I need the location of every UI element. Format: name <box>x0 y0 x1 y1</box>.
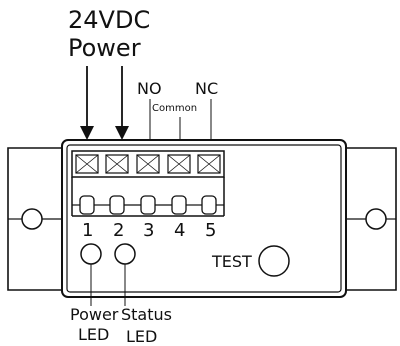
power-led-label-line1: Power <box>70 305 119 324</box>
power-arrow-1 <box>80 66 94 140</box>
terminal-number-4: 4 <box>174 220 185 241</box>
terminal-number-2: 2 <box>113 220 124 241</box>
terminal-screw-4[interactable] <box>171 195 202 215</box>
power-label-line2: Power <box>68 34 141 62</box>
housing-inner-edge <box>66 144 342 293</box>
right-mounting-tab <box>346 147 397 291</box>
terminal-screw-5[interactable] <box>201 195 224 215</box>
terminal-slot-2 <box>105 154 129 174</box>
terminal-number-1: 1 <box>82 220 93 241</box>
status-led-label-line2: LED <box>126 327 157 346</box>
terminal-number-5: 5 <box>205 220 216 241</box>
test-label: TEST <box>211 252 252 271</box>
status-led-label-line1: Status <box>121 305 172 324</box>
terminal-screw-3[interactable] <box>140 195 172 215</box>
test-button[interactable] <box>258 245 290 277</box>
status-led <box>114 243 136 265</box>
common-label: Common <box>152 103 197 114</box>
terminal-number-3: 3 <box>143 220 154 241</box>
no-label: NO <box>137 79 162 98</box>
left-mounting-tab <box>7 147 62 291</box>
terminal-slot-4 <box>167 154 191 174</box>
power-label-line1: 24VDC <box>68 6 150 34</box>
terminal-screw-1[interactable] <box>72 195 110 215</box>
terminal-slot-3 <box>136 154 160 174</box>
power-led-label-line2: LED <box>78 325 109 344</box>
terminal-screw-2[interactable] <box>109 195 141 215</box>
terminal-slot-1 <box>75 154 99 174</box>
terminal-slot-5 <box>197 154 221 174</box>
power-arrow-2 <box>115 66 129 140</box>
nc-label: NC <box>195 79 218 98</box>
power-led <box>80 243 102 265</box>
